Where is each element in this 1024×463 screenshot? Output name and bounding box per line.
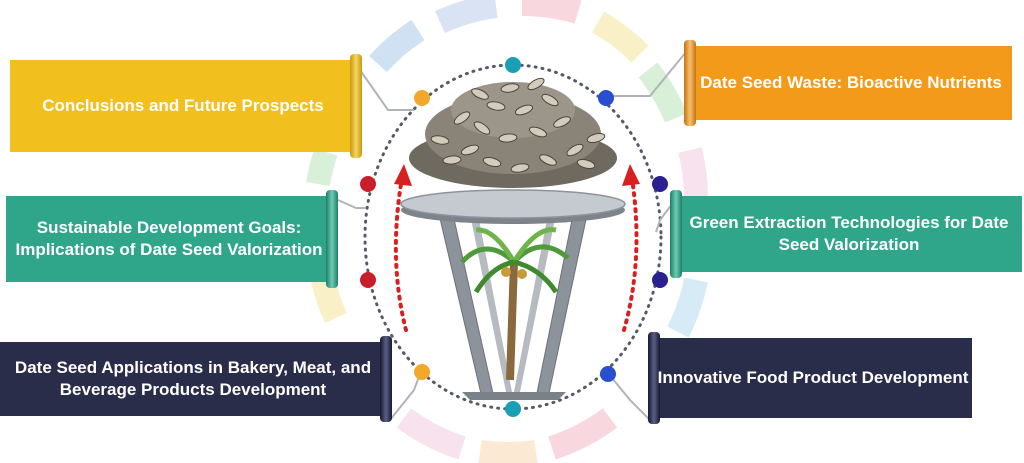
node-lower-right [600,366,616,382]
arrow-right-head [622,164,640,186]
node-upper-left [414,90,430,106]
banner-roll [350,54,362,158]
banner-innovative-products: Innovative Food Product Development [648,332,972,424]
banner-roll [684,40,696,126]
palm-frond [511,227,557,264]
table-icon [400,189,626,400]
ring-segment [478,440,538,463]
palm-frond [475,227,517,264]
banner-green-extraction: Green Extraction Technologies for Date S… [670,190,1022,278]
palm-frond [473,259,515,294]
arrow-left-head [394,164,412,186]
node-upper-right [598,90,614,106]
connector-ml [337,199,366,209]
ring-segment [591,11,649,63]
table-leg-back-left [470,214,512,392]
table-leg-left [437,209,495,399]
banner-roll [648,332,660,424]
node-mid-left-2 [360,272,376,288]
banner-roll [326,190,338,288]
banner-roll [380,336,392,422]
ring-segment [306,148,338,187]
ring-segment [369,19,425,73]
ring-segment [396,408,466,460]
banner-label: Date Seed Applications in Bakery, Meat, … [14,358,372,399]
banner-sustainable-goals: Sustainable Development Goals: Implicati… [6,190,338,288]
banner-label: Sustainable Development Goals: Implicati… [15,218,323,259]
banner-applications: Date Seed Applications in Bakery, Meat, … [0,336,392,422]
orbit-nodes [360,57,668,417]
connector-tr [612,51,687,97]
node-top [505,57,521,73]
banner-roll [670,190,682,278]
date-seeds-icon [409,77,617,188]
connector-br [611,377,651,421]
arrow-right [622,176,639,332]
ring-segment [548,408,618,460]
ring-segment [435,0,498,34]
palm-frond [513,259,559,294]
date-cluster [501,267,511,277]
banner-label: Green Extraction Technologies for Date S… [689,213,1009,254]
palm-tree-icon [460,227,570,381]
ring-segment [678,147,709,201]
node-mid-right-2 [652,272,668,288]
date-cluster [517,269,527,279]
connector-tl [359,69,414,111]
ring-segment [521,0,582,24]
banner-conclusions: Conclusions and Future Prospects [10,54,362,158]
connector-mr [655,203,673,233]
banner-label: Innovative Food Product Development [657,368,969,388]
ring-segment [638,62,688,123]
node-bottom [505,401,521,417]
ring-segment [667,277,708,338]
arrow-left [393,176,408,332]
banner-bioactive-nutrients: Date Seed Waste: Bioactive Nutrients [684,40,1012,126]
banner-label: Conclusions and Future Prospects [42,96,324,116]
cycle-arrows [393,164,640,332]
banner-label: Date Seed Waste: Bioactive Nutrients [700,73,1002,93]
table-top [400,189,626,219]
node-mid-right-1 [652,176,668,192]
node-mid-left-1 [360,176,376,192]
seed-grains [430,77,606,173]
connector-lines [337,51,687,421]
connector-bl [389,373,421,421]
palm-trunk [506,261,518,381]
node-lower-left [414,364,430,380]
table-cross [462,392,566,400]
table-leg-back-right [514,214,556,392]
outer-ring [306,0,709,463]
